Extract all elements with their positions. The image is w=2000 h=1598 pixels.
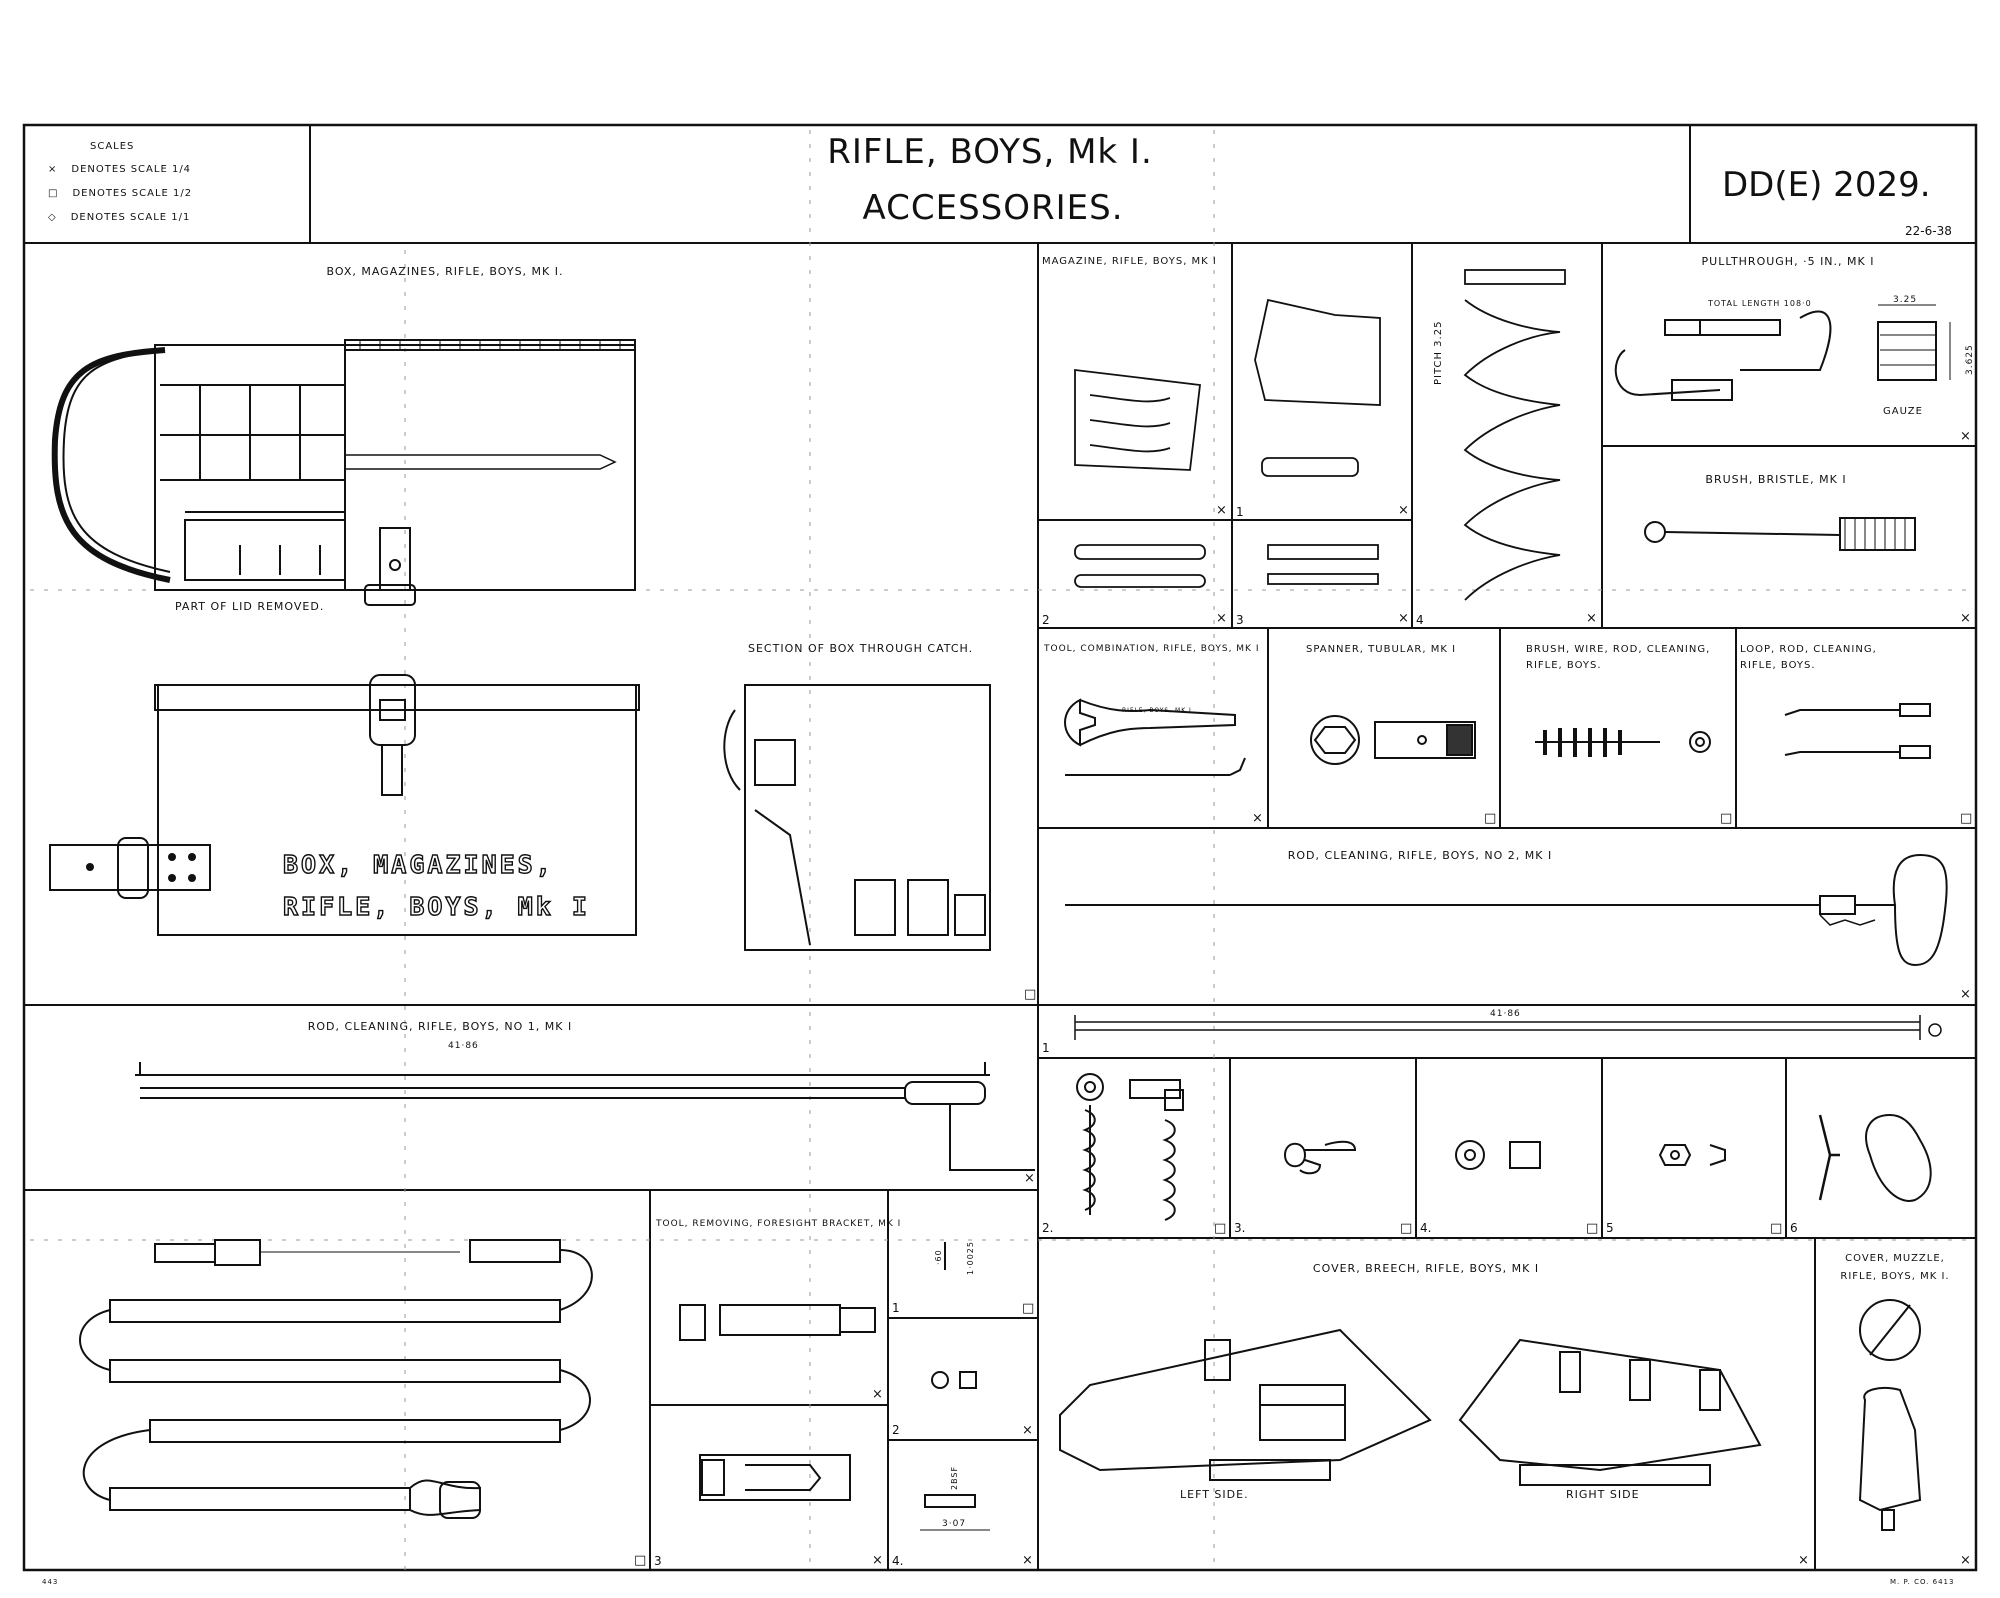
- scale-mark: ×: [1216, 503, 1227, 518]
- scale-mark: □: [1720, 811, 1733, 826]
- scale-mark: ×: [1960, 429, 1971, 444]
- dimension-label: 1·0025: [966, 1241, 975, 1275]
- panel-title: BRUSH, WIRE, ROD, CLEANING,: [1526, 644, 1711, 655]
- panel-title: PULLTHROUGH, ·5 IN., Mk I: [1701, 255, 1875, 268]
- scale-mark: □: [1770, 1221, 1783, 1236]
- scale-mark: ×: [1022, 1553, 1033, 1568]
- scale-mark: □: [1400, 1221, 1413, 1236]
- panel-title: SPANNER, TUBULAR, Mk I: [1306, 644, 1457, 655]
- part-number: 2: [892, 1423, 900, 1437]
- panel-title: BRUSH, BRISTLE, Mk I: [1705, 473, 1847, 486]
- scale-mark: ×: [1586, 611, 1597, 626]
- panel-title: LOOP, ROD, CLEANING,: [1740, 644, 1877, 655]
- drawing-number: DD(E) 2029.: [1722, 165, 1931, 205]
- panel-title: ROD, CLEANING, RIFLE, BOYS, No 2, Mk I: [1287, 849, 1553, 862]
- scale-text: DENOTES SCALE 1/1: [70, 211, 191, 223]
- scale-mark: □: [1022, 1301, 1035, 1316]
- part-number: 1: [892, 1301, 900, 1315]
- part-number: 2.: [1042, 1221, 1054, 1235]
- panel-title: BOX, MAGAZINES, RIFLE, BOYS, Mk I.: [326, 265, 564, 278]
- section-label: SECTION OF BOX THROUGH CATCH.: [748, 642, 974, 655]
- scale-mark: ×: [1398, 503, 1409, 518]
- scale-row: □ DENOTES SCALE 1/2: [48, 181, 192, 205]
- scale-mark: □: [1214, 1221, 1227, 1236]
- scale-mark: □: [1484, 811, 1497, 826]
- footer-right: M. P. CO. 6413: [1890, 1578, 1955, 1586]
- scale-mark: □: [1960, 811, 1973, 826]
- part-number: 4.: [892, 1554, 904, 1568]
- cross-icon: ×: [48, 163, 58, 175]
- part-number: 3: [1236, 613, 1244, 627]
- drawing-title: RIFLE, BOYS, Mk I.: [827, 132, 1153, 172]
- scale-row: ◇ DENOTES SCALE 1/1: [48, 205, 192, 229]
- scale-mark: ×: [1960, 611, 1971, 626]
- scale-mark: ×: [872, 1553, 883, 1568]
- view-label: LEFT SIDE.: [1180, 1488, 1249, 1501]
- note-label: PART OF LID REMOVED.: [175, 600, 325, 613]
- dimension-label: 3.25: [1893, 295, 1918, 305]
- panel-title: RIFLE, BOYS.: [1740, 660, 1816, 671]
- part-number: 1: [1236, 505, 1244, 519]
- scale-mark: □: [1586, 1221, 1599, 1236]
- view-label: RIGHT SIDE: [1566, 1488, 1640, 1501]
- panel-title: COVER, BREECH, RIFLE, BOYS, Mk I: [1312, 1262, 1540, 1275]
- dimension-label: 2BSF: [950, 1465, 959, 1490]
- panel-title: TOOL, COMBINATION, RIFLE, BOYS, Mk I: [1044, 644, 1260, 654]
- scale-mark: ×: [1398, 611, 1409, 626]
- part-number: 6: [1790, 1221, 1798, 1235]
- dimension-label: 3·07: [942, 1519, 967, 1529]
- square-icon: □: [48, 187, 59, 199]
- scale-mark: ×: [1024, 1171, 1035, 1186]
- box-stencil-line-2: RIFLE, BOYS, Mk I: [282, 891, 590, 921]
- panel-title: COVER, MUZZLE,: [1845, 1253, 1945, 1264]
- panel-title: TOOL, REMOVING, FORESIGHT BRACKET, Mk I: [656, 1219, 902, 1229]
- pitch-label: PITCH 3.25: [1433, 320, 1444, 385]
- scale-mark: □: [634, 1553, 647, 1568]
- part-number: 5: [1606, 1221, 1614, 1235]
- part-number: 3: [654, 1554, 662, 1568]
- panel-title: RIFLE, BOYS, Mk I.: [1840, 1271, 1950, 1282]
- gauze-label: GAUZE: [1883, 406, 1923, 417]
- panel-title: RIFLE, BOYS.: [1526, 660, 1602, 671]
- stamp-label: RIFLE, BOYS, Mk I: [1122, 707, 1192, 714]
- part-number: 3.: [1234, 1221, 1246, 1235]
- drawing-date: 22-6-38: [1905, 224, 1952, 238]
- footer-left: 443: [42, 1578, 59, 1586]
- diamond-icon: ◇: [48, 211, 57, 223]
- panel-title: MAGAZINE, RIFLE, BOYS, Mk I: [1042, 256, 1217, 267]
- box-stencil-line-1: BOX, MAGAZINES,: [282, 849, 554, 879]
- scale-mark: ×: [872, 1387, 883, 1402]
- part-number: 4.: [1420, 1221, 1432, 1235]
- scale-row: × DENOTES SCALE 1/4: [48, 157, 192, 181]
- scale-mark: ×: [1252, 811, 1263, 826]
- scale-mark: ×: [1960, 1553, 1971, 1568]
- dimension-label: TOTAL LENGTH 108·0: [1708, 299, 1812, 308]
- scale-mark: □: [1024, 987, 1037, 1002]
- scale-mark: ×: [1022, 1423, 1033, 1438]
- dimension-label: ·60: [934, 1249, 943, 1265]
- scale-mark: ×: [1216, 611, 1227, 626]
- part-number: 2: [1042, 613, 1050, 627]
- drawing-subtitle: ACCESSORIES.: [862, 188, 1124, 228]
- part-number: 1: [1042, 1041, 1050, 1055]
- dimension-label: 41·86: [448, 1041, 479, 1051]
- scale-text: DENOTES SCALE 1/2: [72, 187, 193, 199]
- part-number: 4: [1416, 613, 1424, 627]
- scale-text: DENOTES SCALE 1/4: [71, 163, 192, 175]
- dimension-label: 3.625: [1965, 344, 1975, 375]
- panel-title: ROD, CLEANING, RIFLE, BOYS, No 1, Mk I: [307, 1020, 573, 1033]
- dimension-label: 41·86: [1490, 1009, 1521, 1019]
- scales-heading: SCALES: [90, 141, 135, 152]
- scale-mark: ×: [1798, 1553, 1809, 1568]
- scale-mark: ×: [1960, 987, 1971, 1002]
- scales-legend: SCALES × DENOTES SCALE 1/4 □ DENOTES SCALE…: [48, 140, 192, 229]
